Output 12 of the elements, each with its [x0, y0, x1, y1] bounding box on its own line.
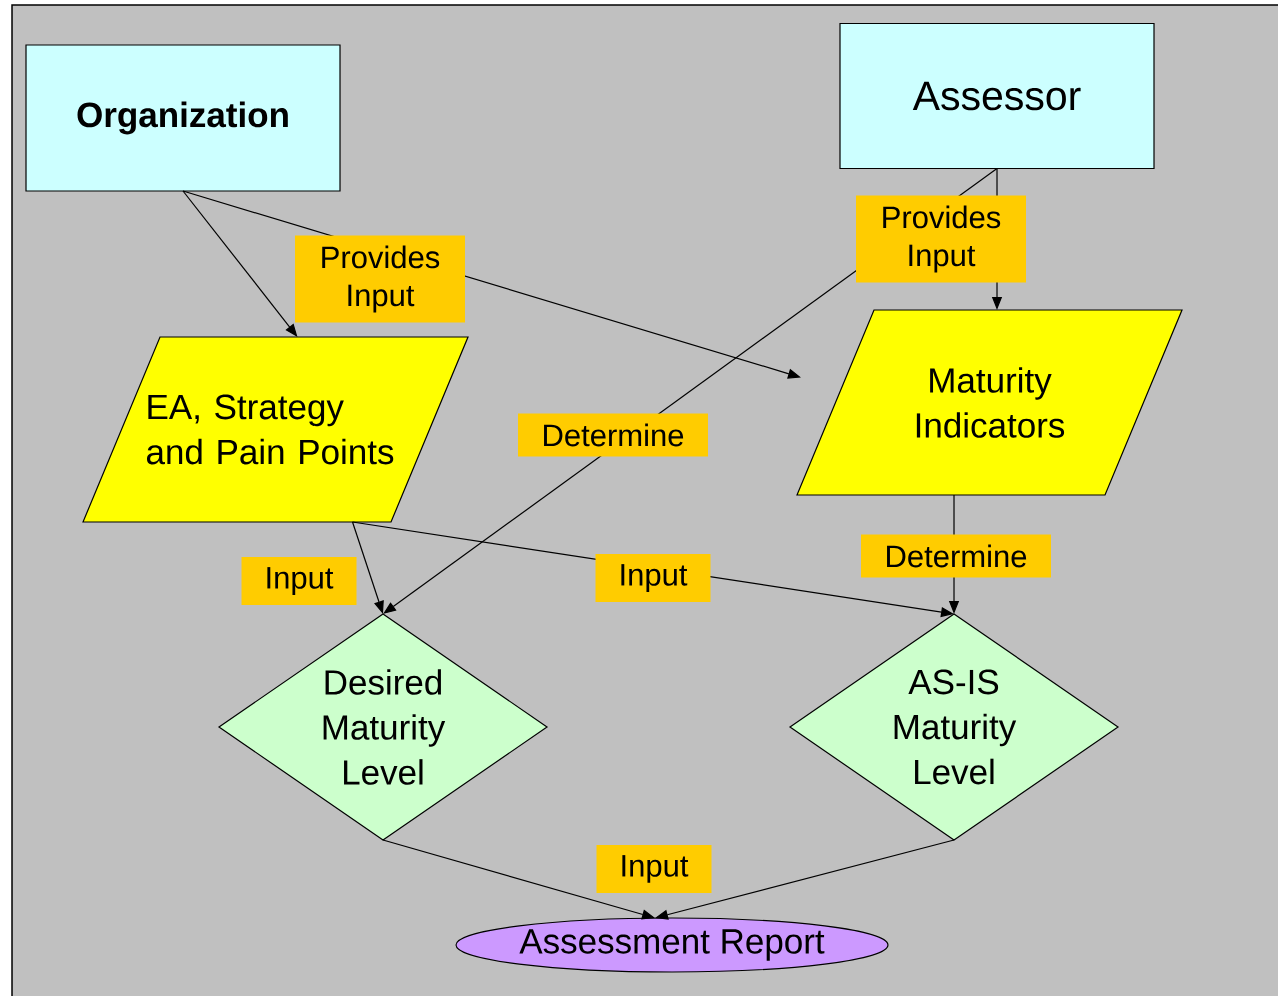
arrow: [182, 190, 298, 337]
data-parallelogram: Maturity Indicators: [796, 309, 1183, 496]
edge-label: Input: [596, 845, 712, 893]
edge-label: Input: [595, 554, 711, 602]
edge-label: Provides Input: [856, 195, 1026, 283]
entity-box: Assessor: [839, 22, 1155, 170]
edge-label: Provides Input: [295, 235, 465, 323]
edge-label: Determine: [861, 534, 1051, 578]
edge-label: Input: [241, 557, 357, 605]
edge-label: Determine: [518, 413, 708, 457]
data-parallelogram: EA, Strategy and Pain Points: [82, 336, 469, 523]
entity-box: Organization: [25, 44, 341, 192]
